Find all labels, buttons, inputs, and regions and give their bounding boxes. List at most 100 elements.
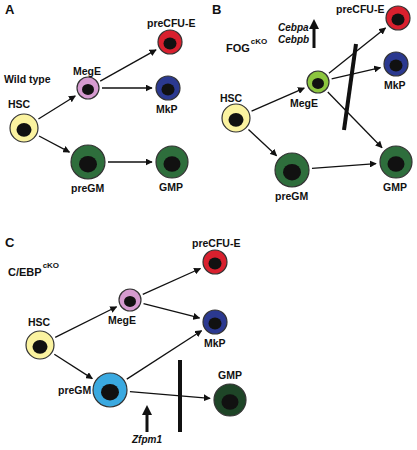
cell-name: preGM bbox=[58, 385, 91, 397]
cell-nucleus bbox=[283, 164, 301, 181]
lineage-arrow bbox=[38, 96, 75, 119]
cell-shape bbox=[202, 249, 228, 275]
cell-name: GMP bbox=[218, 370, 242, 382]
cell-shape bbox=[92, 372, 128, 408]
lineage-arrow bbox=[54, 354, 92, 378]
cell-name: preGM bbox=[275, 191, 308, 203]
cell-body bbox=[119, 289, 141, 311]
cell-name: GMP bbox=[383, 182, 407, 194]
cell-nucleus bbox=[17, 123, 32, 137]
lineage-arrow bbox=[143, 269, 201, 295]
cell-nucleus bbox=[229, 113, 244, 127]
cell-shape bbox=[157, 29, 183, 55]
cell-body bbox=[93, 373, 127, 407]
cell-node: MkP bbox=[202, 309, 228, 335]
cell-shape bbox=[155, 145, 189, 179]
panel-label: FOG bbox=[226, 42, 250, 54]
cell-node: HSC bbox=[9, 113, 39, 143]
cell-body bbox=[384, 52, 408, 76]
cell-body bbox=[71, 145, 105, 179]
cell-node: HSC bbox=[221, 103, 251, 133]
cell-body bbox=[203, 310, 227, 334]
cell-shape bbox=[306, 70, 330, 94]
cell-shape bbox=[25, 330, 55, 360]
cell-nucleus bbox=[162, 84, 175, 96]
cell-node: MegE bbox=[306, 70, 330, 94]
cell-body bbox=[156, 76, 180, 100]
cell-shape bbox=[70, 144, 106, 180]
cell-nucleus bbox=[101, 384, 119, 401]
cell-shape bbox=[383, 51, 409, 77]
cell-shape bbox=[385, 5, 411, 31]
lineage-arrow bbox=[248, 130, 276, 156]
cell-shape bbox=[221, 103, 251, 133]
lineage-arrow bbox=[329, 28, 386, 73]
cell-node: GMP bbox=[379, 145, 413, 179]
lineage-arrow bbox=[130, 392, 210, 399]
cell-nucleus bbox=[79, 156, 97, 173]
cell-body bbox=[275, 153, 309, 187]
cell-body bbox=[158, 30, 182, 54]
cell-shape bbox=[274, 152, 310, 188]
cell-node: MkP bbox=[155, 75, 181, 101]
cell-nucleus bbox=[82, 84, 94, 95]
cell-name: MkP bbox=[156, 104, 178, 116]
cell-nucleus bbox=[222, 394, 239, 410]
cell-name: MegE bbox=[108, 315, 136, 327]
lineage-arrow bbox=[144, 304, 200, 318]
cell-body bbox=[10, 114, 38, 142]
cell-name: preCFU-E bbox=[336, 4, 384, 16]
cell-node: MegE bbox=[118, 288, 142, 312]
cell-nucleus bbox=[209, 318, 222, 330]
cell-node: preGM bbox=[274, 152, 310, 188]
upregulation-arrow bbox=[313, 24, 316, 48]
cell-body bbox=[386, 6, 410, 30]
cell-nucleus bbox=[388, 156, 405, 172]
cell-name: MegE bbox=[73, 66, 101, 78]
cell-name: HSC bbox=[8, 99, 30, 111]
lineage-arrow bbox=[332, 68, 381, 79]
panel-letter: C bbox=[5, 236, 14, 250]
lineage-arrow bbox=[39, 136, 69, 152]
cell-shape bbox=[9, 113, 39, 143]
cell-node: MegE bbox=[76, 76, 100, 100]
cell-shape bbox=[76, 76, 100, 100]
cell-nucleus bbox=[124, 296, 136, 307]
panel-label: Zfpm1 bbox=[132, 434, 162, 445]
cell-body bbox=[214, 384, 246, 416]
panel-label: C/EBP bbox=[8, 266, 42, 278]
cell-nucleus bbox=[164, 38, 177, 50]
lineage-arrow bbox=[312, 164, 376, 169]
lineage-arrow bbox=[102, 87, 152, 88]
cell-name: MkP bbox=[384, 80, 406, 92]
cell-name: HSC bbox=[28, 317, 50, 329]
lineage-arrow bbox=[108, 161, 152, 162]
cell-name: HSC bbox=[220, 93, 242, 105]
cell-shape bbox=[202, 309, 228, 335]
lineage-arrow bbox=[328, 92, 382, 148]
cell-shape bbox=[118, 288, 142, 312]
cell-name: MegE bbox=[290, 98, 318, 110]
cell-node: preGM bbox=[92, 372, 128, 408]
cell-nucleus bbox=[390, 60, 403, 72]
panel-letter: A bbox=[5, 3, 14, 17]
panel-label: Wild type bbox=[4, 74, 51, 86]
cell-shape bbox=[379, 145, 413, 179]
cell-body bbox=[203, 250, 227, 274]
cell-node: preCFU-E bbox=[157, 29, 183, 55]
cell-shape bbox=[155, 75, 181, 101]
panel-label: Cebpb bbox=[278, 34, 309, 45]
cell-name: MkP bbox=[204, 338, 226, 350]
cell-node: preCFU-E bbox=[202, 249, 228, 275]
upregulation-arrow bbox=[146, 410, 149, 432]
cell-nucleus bbox=[392, 14, 405, 26]
cell-node: GMP bbox=[213, 383, 247, 417]
cell-node: MkP bbox=[383, 51, 409, 77]
cell-node: preGM bbox=[70, 144, 106, 180]
panel-label: Cebpa bbox=[278, 22, 309, 33]
cell-node: GMP bbox=[155, 145, 189, 179]
cell-shape bbox=[213, 383, 247, 417]
panel-letter: B bbox=[212, 3, 221, 17]
superscript: cKO bbox=[43, 262, 59, 271]
